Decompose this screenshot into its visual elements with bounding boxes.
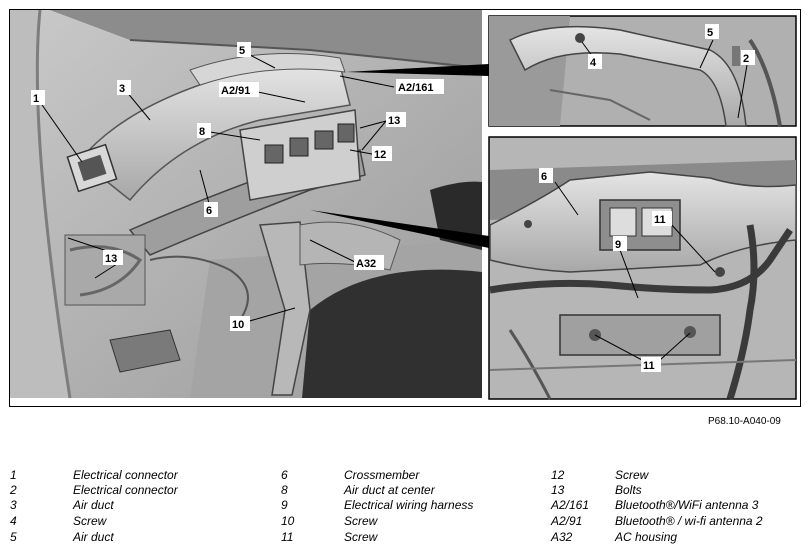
callout-5-main: 5: [239, 45, 245, 57]
legend-num: 2: [10, 483, 17, 497]
callout-3: 3: [119, 83, 125, 95]
legend-num: 12: [551, 468, 565, 482]
legend-num: A32: [551, 530, 573, 544]
callout-10: 10: [232, 319, 244, 331]
callout-a2-161: A2/161: [398, 82, 433, 94]
callout-6-inset: 6: [541, 171, 547, 183]
legend-desc: Screw: [344, 514, 378, 528]
figure-reference: P68.10-A040-09: [708, 416, 781, 427]
callout-11-lower: 11: [643, 360, 655, 372]
legend-desc: Crossmember: [344, 468, 420, 482]
leader-lines: [39, 39, 748, 361]
legend-desc: Screw: [615, 468, 649, 482]
callout-13-main: 13: [388, 115, 400, 127]
callout-4: 4: [590, 57, 597, 69]
callout-13-lower: 13: [105, 253, 117, 265]
diagram-figure: 1 3 5 A2/91 A2/161 8 13 12 6 13 A32 10 4: [9, 9, 801, 407]
legend-desc: Bluetooth®/WiFi antenna 3: [615, 498, 759, 512]
legend-desc: Electrical connector: [73, 468, 178, 482]
legend-num: A2/91: [551, 514, 583, 528]
legend-num: A2/161: [551, 498, 590, 512]
callout-a32: A32: [356, 258, 376, 270]
callout-8: 8: [199, 126, 205, 138]
legend-num: 8: [281, 483, 288, 497]
legend-desc: Air duct at center: [344, 483, 435, 497]
callout-2: 2: [743, 53, 749, 65]
legend-num: 9: [281, 498, 288, 512]
callout-11-upper: 11: [654, 214, 666, 226]
callout-12: 12: [374, 149, 386, 161]
legend-desc: Air duct: [73, 530, 114, 544]
callout-5-inset: 5: [707, 27, 713, 39]
callout-1: 1: [33, 93, 39, 105]
inset-bottom-pointer: [310, 210, 489, 248]
callout-a2-91: A2/91: [221, 85, 250, 97]
legend-desc: Electrical wiring harness: [344, 498, 474, 512]
inset-top: [488, 15, 797, 127]
main-view: [10, 10, 483, 399]
legend-num: 1: [10, 468, 17, 482]
callout-6-main: 6: [206, 205, 212, 217]
legend-desc: Screw: [73, 514, 107, 528]
legend-desc: AC housing: [615, 530, 678, 544]
legend-num: 6: [281, 468, 288, 482]
inset-top-pointer: [346, 64, 489, 76]
callout-9: 9: [615, 239, 621, 251]
legend-desc: Electrical connector: [73, 483, 178, 497]
legend-desc: Bluetooth® / wi-fi antenna 2: [615, 514, 763, 528]
diagram-svg: 1 3 5 A2/91 A2/161 8 13 12 6 13 A32 10 4: [10, 10, 797, 401]
callout-labels: 1 3 5 A2/91 A2/161 8 13 12 6 13 A32 10 4: [31, 24, 755, 372]
legend-num: 13: [551, 483, 565, 497]
legend-num: 5: [10, 530, 17, 544]
legend-num: 11: [281, 530, 294, 544]
legend-num: 4: [10, 514, 17, 528]
legend-desc: Bolts: [615, 483, 642, 497]
legend-desc: Air duct: [73, 498, 114, 512]
legend-num: 10: [281, 514, 295, 528]
legend-num: 3: [10, 498, 17, 512]
legend-desc: Screw: [344, 530, 378, 544]
